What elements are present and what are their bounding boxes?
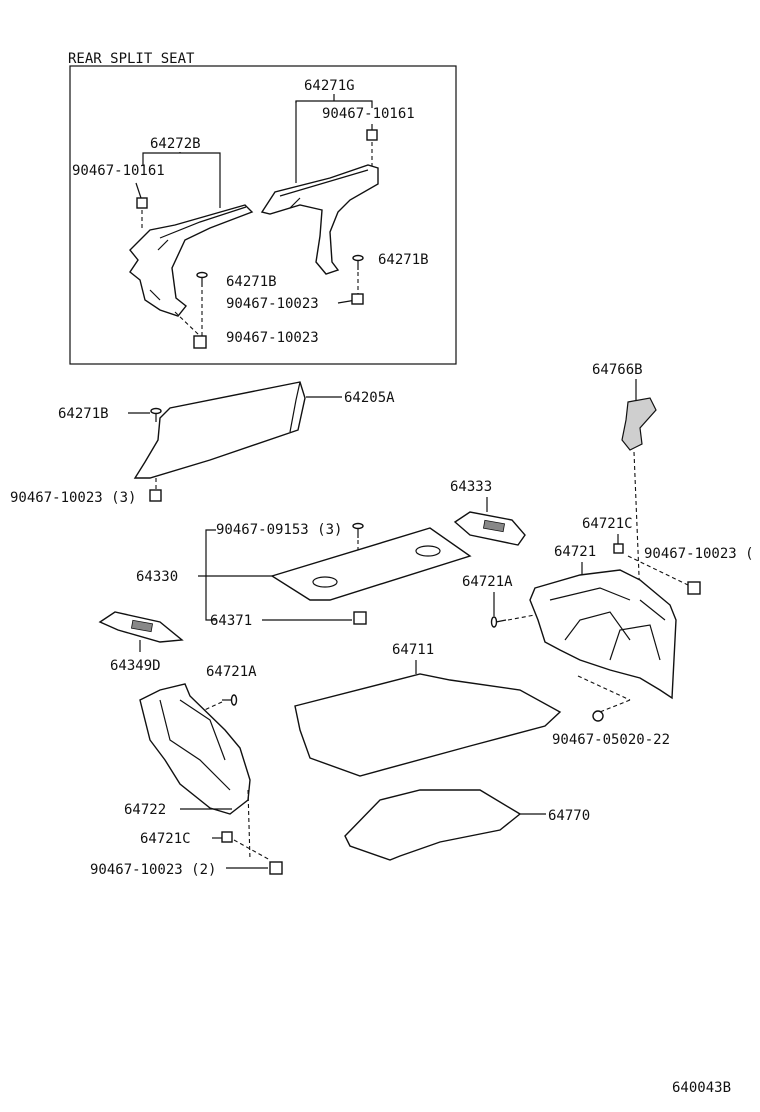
spare-cover-64770-part xyxy=(344,789,522,861)
clip-64721C-left-icon xyxy=(221,831,233,843)
label-64271G: 64271G xyxy=(304,78,355,94)
pillar-trim-right-detail xyxy=(279,169,369,209)
dash-box-left-bottom xyxy=(174,311,201,337)
shelf-64330-speaker-left xyxy=(312,576,338,588)
leader-64271G xyxy=(295,100,373,104)
label-64721A-right: 64721A xyxy=(462,574,513,590)
screw-64721A-left-icon xyxy=(222,694,238,706)
trunk-trim-left-detail xyxy=(159,699,231,791)
label-64271B-box-right: 64271B xyxy=(378,252,429,268)
label-90467-10023-3: 90467-10023 (3) xyxy=(10,490,136,506)
label-90467-05020-22: 90467-05020-22 xyxy=(552,732,670,748)
clip-64721C-right-icon xyxy=(613,543,624,554)
shelf-64330-part xyxy=(270,527,472,601)
clip-box-right-icon xyxy=(351,293,364,305)
clip-90467-10161-right-icon xyxy=(366,124,378,141)
label-64330: 64330 xyxy=(136,569,178,585)
panel-64205A-edge xyxy=(289,381,301,433)
hook-64766B-part xyxy=(621,397,657,451)
label-64766B: 64766B xyxy=(592,362,643,378)
label-64711: 64711 xyxy=(392,642,434,658)
clip-64371-icon xyxy=(353,611,367,625)
dash-64766B xyxy=(633,451,641,601)
label-64722: 64722 xyxy=(124,802,166,818)
box-title: REAR SPLIT SEAT xyxy=(68,51,195,67)
screw-64271B-box-right-icon xyxy=(352,254,364,270)
screw-64271B-box-left-icon xyxy=(196,271,208,287)
clip-90467-05020-icon xyxy=(592,710,604,722)
trunk-trim-right-detail xyxy=(549,587,666,661)
label-90467-10161-left: 90467-10161 xyxy=(72,163,165,179)
label-64721C-right: 64721C xyxy=(582,516,633,532)
label-64349D: 64349D xyxy=(110,658,161,674)
label-64770: 64770 xyxy=(548,808,590,824)
leader-90467-10161-left xyxy=(135,182,142,199)
label-64721A-left: 64721A xyxy=(206,664,257,680)
screw-64271B-icon xyxy=(150,407,162,422)
label-90467-10161-top: 90467-10161 xyxy=(322,106,415,122)
pillar-trim-left-detail xyxy=(149,206,247,301)
rear-split-seat-frame xyxy=(69,65,457,365)
trunk-mat-64711-part xyxy=(294,673,562,777)
trunk-trim-left-part xyxy=(139,683,251,815)
label-64271B: 64271B xyxy=(58,406,109,422)
panel-64205A-part xyxy=(133,381,306,479)
label-90467-09153-3: 90467-09153 (3) xyxy=(216,522,342,538)
footer-code: 640043B xyxy=(672,1080,731,1096)
clip-90467-10161-left-icon xyxy=(136,197,148,209)
trunk-trim-right-part xyxy=(529,569,677,700)
dash-05020-b xyxy=(599,699,631,713)
label-64333: 64333 xyxy=(450,479,492,495)
label-64205A: 64205A xyxy=(344,390,395,406)
clip-90467-10023-3-icon xyxy=(149,489,162,502)
shelf-64330-speaker-right xyxy=(415,545,441,557)
pillar-trim-left-part xyxy=(129,204,254,317)
label-64271B-box-left: 64271B xyxy=(226,274,277,290)
clip-90467-10023-2-icon xyxy=(269,861,283,875)
label-90467-10023-2: 90467-10023 (2) xyxy=(90,862,216,878)
cover-64333-grille xyxy=(482,519,506,533)
screw-90467-09153-icon xyxy=(352,522,364,538)
label-90467-10023-box-a: 90467-10023 xyxy=(226,296,319,312)
clip-90467-10023-right-icon xyxy=(687,581,701,595)
dash-05020-a xyxy=(577,675,631,701)
cover-64349D-grille xyxy=(130,619,154,633)
dash-64721C-left xyxy=(233,839,271,861)
clip-90467-10023-box-b-icon xyxy=(193,335,207,349)
label-64272B: 64272B xyxy=(150,136,201,152)
leader-64330-bracket xyxy=(205,529,216,621)
dash-64721A-right xyxy=(507,613,541,621)
label-90467-10023-right: 90467-10023 ( xyxy=(644,546,754,562)
label-90467-10023-box-b: 90467-10023 xyxy=(226,330,319,346)
label-64721: 64721 xyxy=(554,544,596,560)
label-64371: 64371 xyxy=(210,613,252,629)
leader-64272B xyxy=(142,152,221,208)
label-64721C-left: 64721C xyxy=(140,831,191,847)
dash-left-trim xyxy=(247,789,251,861)
screw-64721A-right-icon xyxy=(490,616,507,628)
dash-90467-10023-right xyxy=(627,555,691,587)
